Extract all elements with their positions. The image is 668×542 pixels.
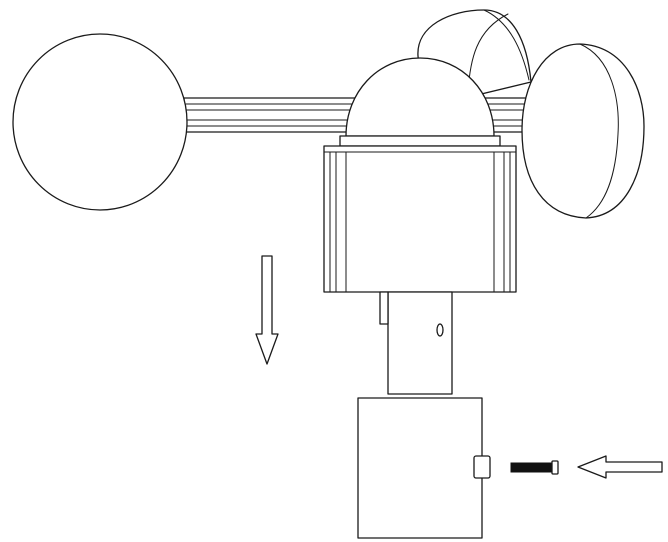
mounting-base <box>357 397 491 539</box>
right-cup <box>521 43 645 219</box>
arrow-left-outline-icon <box>577 455 663 479</box>
arrow-down-outline-icon <box>255 255 279 365</box>
shaft <box>379 291 453 395</box>
hub-neck <box>339 135 501 147</box>
sensor-body <box>323 145 517 293</box>
left-cup <box>12 33 188 211</box>
screw <box>510 460 559 475</box>
